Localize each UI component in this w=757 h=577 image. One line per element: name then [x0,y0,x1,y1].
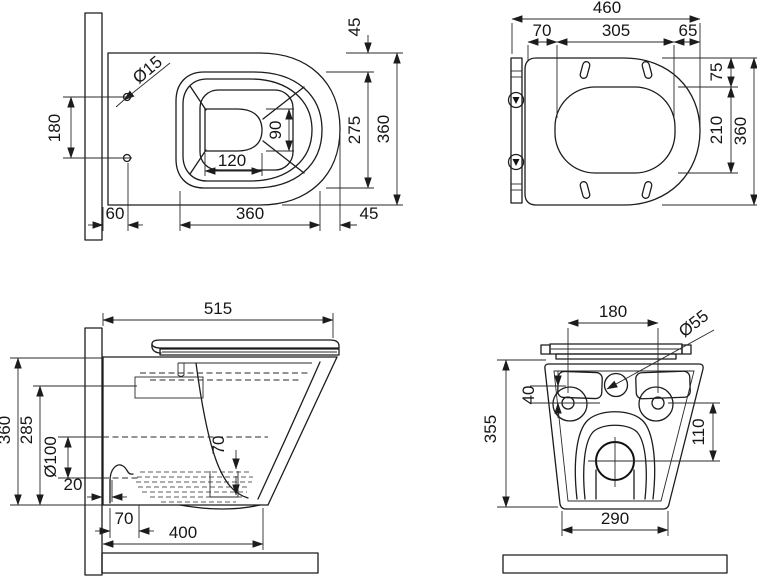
dim-top-total-depth: 360 [374,115,393,143]
body-outer-contour [544,363,704,510]
seat-profile [159,348,340,356]
seat-opening [554,86,676,174]
rim-outer-contour [175,71,323,189]
wall-hatch-side-view [84,327,103,576]
dim-side-inner-height: 285 [17,416,36,444]
body-inner-contour [553,370,695,502]
bowl-outer-contour [107,52,341,206]
seat-bar [555,353,677,360]
dim-side-bowl-length: 400 [169,523,197,542]
funnel-edges [189,85,305,175]
dim-seat-total-depth: 360 [731,117,750,145]
wall-hatch-top-view [84,12,103,241]
dim-side-total-height: 360 [0,416,14,444]
mount-boss-left [552,386,588,422]
floor-hatch-rear-view [502,554,728,574]
dim-top-front-gap: 45 [360,204,379,223]
dim-rear-drain-offset: 110 [689,418,708,445]
water-hatch [136,471,253,503]
hinge-pin-lower [507,153,525,171]
dim-seat-opening-length: 305 [602,21,630,40]
front-inner-slant [257,361,321,500]
dim-top-back-gap: 45 [345,18,364,37]
hinge-pin-upper [507,91,525,109]
rim-inner-contour [182,78,313,182]
dim-side-weir-offset: 70 [115,509,134,528]
dim-side-total-length: 515 [204,299,232,318]
dim-seat-front-gap: 65 [679,21,698,40]
view-side-section: 515 360 285 Ø100 20 70 400 70 [0,299,340,576]
floor-hatch-side-view [101,552,319,574]
dim-seat-back-gap: 75 [707,63,726,82]
dim-side-drain-dia: Ø100 [41,436,60,478]
bowl-dome-outer [574,411,656,500]
bumper-icon [641,181,653,199]
dim-top-wall-offset: 60 [106,204,125,223]
dim-rear-hole-offset: 40 [519,386,538,405]
body-front-slant [267,356,338,506]
inlet-channel-box [134,376,204,399]
hole-dia-leader-tail [115,99,125,108]
bowl-bottom-bulge [179,504,261,510]
dim-rear-hole-spacing: 180 [599,302,627,321]
dim-rear-total-height: 355 [481,415,500,443]
dim-rear-bottom-width: 290 [601,509,629,528]
bumper-icon [641,61,653,79]
dim-top-sump-width: 120 [218,151,246,170]
mount-hole-right [651,396,665,410]
hinge-pin-arrow-icon [512,97,520,104]
dim-side-water-depth: 70 [209,436,228,455]
weir-profile [109,464,134,504]
bumper-icon [579,181,591,199]
mount-boss-right [638,386,674,422]
lid-end-cap-left [540,344,551,355]
inlet-hole [603,372,629,398]
hinge-pin-arrow-icon [512,159,520,166]
hinge-bar-ticks [511,70,522,191]
flush-notch [177,363,185,377]
seat-outer-contour [524,57,701,206]
dim-top-rim-width: 360 [236,204,264,223]
dim-seat-total-width: 460 [593,0,621,17]
hinge-bar [510,57,523,204]
dim-top-sump-height: 90 [266,121,285,140]
seat-bumpers [579,61,653,199]
dim-top-hole-spacing: 180 [45,114,64,142]
inlet-dia-leader [606,329,715,390]
dim-seat-opening-width: 210 [707,116,726,144]
view-seat-top: 460 70 305 65 75 210 360 [507,0,757,206]
view-rear: Ø55 180 40 355 110 290 [481,302,728,574]
dim-side-wall-gap: 20 [64,475,83,494]
bumper-icon [579,61,591,79]
lid-profile [151,339,340,349]
top-panel-right [635,370,691,400]
dim-top-rim-length: 275 [345,116,364,144]
sump-contour [204,108,263,152]
bowl-dome-inner [583,424,647,500]
dim-seat-hinge-gap: 70 [533,21,552,40]
hole-dia-leader [123,62,171,101]
